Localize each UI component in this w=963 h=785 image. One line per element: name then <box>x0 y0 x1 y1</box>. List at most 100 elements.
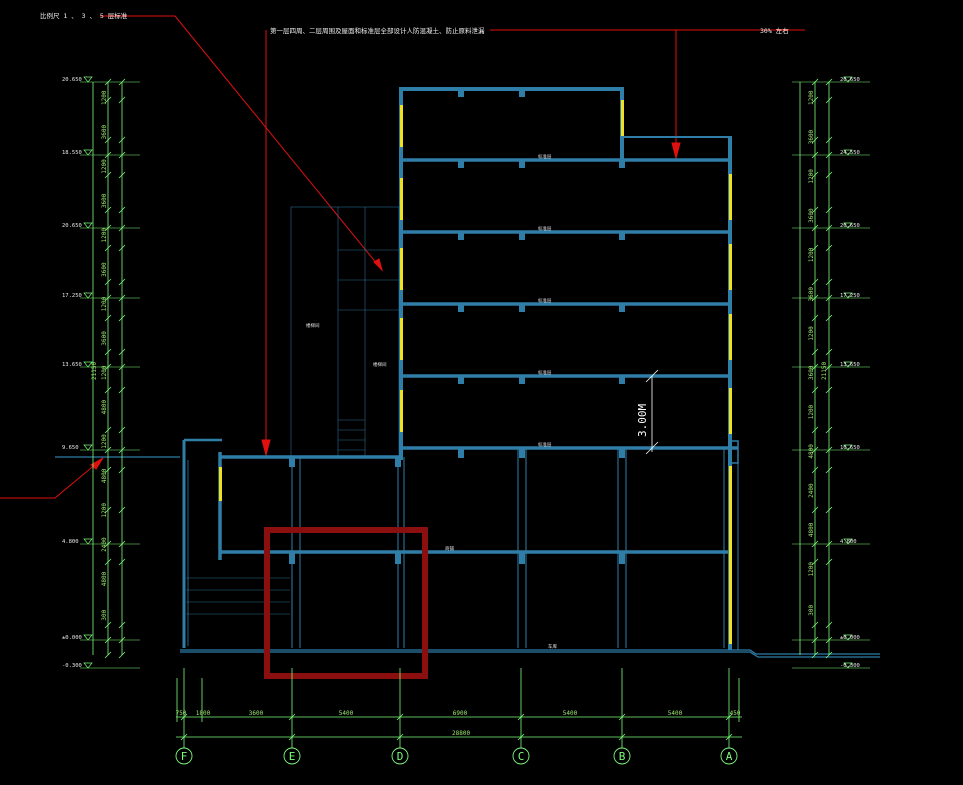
dim-tick <box>825 136 833 144</box>
axis-tick <box>396 713 404 721</box>
dimension-text: 1200 <box>101 365 108 380</box>
level-triangle <box>843 634 853 641</box>
level-label: 4.800 <box>840 539 857 545</box>
axis-tick <box>288 733 296 741</box>
dim-tick <box>104 506 112 514</box>
dim-tick <box>118 651 126 659</box>
dim-tick <box>104 314 112 322</box>
level-triangle <box>83 292 93 299</box>
axis-label: F <box>181 750 188 763</box>
axis-bubble <box>391 747 409 765</box>
dimension-text: 2400 <box>101 537 108 552</box>
axis-label: D <box>397 750 404 763</box>
level-label: 20.650 <box>62 223 82 229</box>
dim-tick <box>104 96 112 104</box>
room-label: 标准层 <box>538 369 552 376</box>
dimension-text: 1200 <box>808 169 815 184</box>
dim-tick <box>118 426 126 434</box>
level-triangle <box>843 444 853 451</box>
dimension-text: 3600 <box>808 287 815 302</box>
axis-bubble <box>175 747 193 765</box>
level-label: -0.300 <box>840 663 860 669</box>
left-total-dim: 21150 <box>91 362 98 380</box>
left-dimension-chain <box>92 82 123 655</box>
dim-tick <box>825 278 833 286</box>
level-triangle <box>83 662 93 669</box>
axis-bubble <box>720 747 738 765</box>
dimension-text: 4800 <box>808 444 815 459</box>
level-triangle <box>843 292 853 299</box>
dim-tick <box>104 136 112 144</box>
axis-tick <box>517 733 525 741</box>
dimension-text: 4800 <box>808 522 815 537</box>
span-dimension: 450 <box>730 710 741 717</box>
dim-tick <box>811 621 819 629</box>
dim-tick <box>104 278 112 286</box>
note-top-left: 比例尺 1 、 3 、 5 层标准 <box>40 11 128 20</box>
dimension-text: 3600 <box>101 331 108 346</box>
room-label: 商铺 <box>445 545 454 552</box>
dim-tick <box>104 244 112 252</box>
leader-arrow-3 <box>671 142 681 160</box>
floor-height-dimension <box>645 369 659 455</box>
dimension-text: 4800 <box>101 400 108 415</box>
level-triangle <box>83 538 93 545</box>
axis-bubble <box>613 747 631 765</box>
dimension-text: 1200 <box>808 247 815 262</box>
room-label: 楼梯间 <box>306 322 320 329</box>
dim-tick <box>811 96 819 104</box>
level-label: 17.250 <box>62 293 82 299</box>
leader-left <box>0 457 104 499</box>
level-label: 10.650 <box>840 445 860 451</box>
right-dimension-texts: 1200360012003600120036001200360012004800… <box>808 90 815 616</box>
beam-drops <box>289 89 625 564</box>
dim-tick <box>104 386 112 394</box>
axis-tick <box>517 713 525 721</box>
dim-tick <box>104 558 112 566</box>
leader-top-left <box>100 15 383 271</box>
room-label: 标准层 <box>538 225 552 232</box>
dim-tick <box>811 426 819 434</box>
level-triangle <box>83 222 93 229</box>
note-top-right: 30% 左右 <box>760 26 789 35</box>
dim-tick <box>825 171 833 179</box>
dim-tick <box>118 621 126 629</box>
dimension-text: 1200 <box>808 562 815 577</box>
dimension-text: 3600 <box>101 193 108 208</box>
dim-tick <box>104 621 112 629</box>
dim-tick <box>811 244 819 252</box>
span-dimension: 3600 <box>249 710 264 717</box>
note-top-center: 第一层四周、二层周围及屋面和标准层全部设计人防混凝土、防止原料泄漏 <box>270 26 485 35</box>
level-triangle <box>83 444 93 451</box>
dim-tick <box>825 96 833 104</box>
right-dimension-chain <box>799 82 830 655</box>
total-dimension: 28800 <box>452 730 470 737</box>
span-dimension: 5400 <box>563 710 578 717</box>
level-label: 20.650 <box>62 77 82 83</box>
dimension-text: 1200 <box>101 503 108 518</box>
axis-tick <box>396 733 404 741</box>
dim-tick <box>811 206 819 214</box>
bottom-dimension-lines <box>176 716 742 738</box>
level-triangle <box>843 361 853 368</box>
dim-tick <box>825 426 833 434</box>
dim-tick <box>825 348 833 356</box>
dim-tick <box>825 314 833 322</box>
dim-tick <box>811 506 819 514</box>
dimension-text: 3600 <box>101 262 108 277</box>
right-total-dim: 21150 <box>821 362 828 380</box>
room-label: 车库 <box>548 643 557 650</box>
dim-tick <box>104 651 112 659</box>
dim-tick <box>811 466 819 474</box>
level-triangle <box>83 76 93 83</box>
axis-tick <box>180 733 188 741</box>
dimension-text: 1200 <box>101 159 108 174</box>
level-label: 20.650 <box>840 223 860 229</box>
dim-tick <box>825 206 833 214</box>
dimension-text: 3600 <box>101 125 108 140</box>
dimension-text: 300 <box>808 604 815 615</box>
dim-tick <box>811 348 819 356</box>
